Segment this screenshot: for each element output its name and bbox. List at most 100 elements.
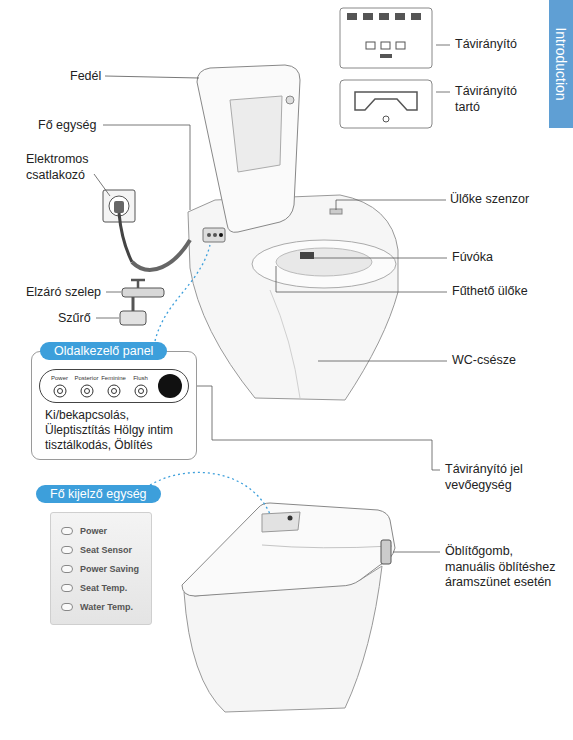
toilet-bowl <box>188 195 398 400</box>
water-hose <box>132 240 190 270</box>
signal-receiver <box>262 512 300 532</box>
leader-line <box>318 361 447 362</box>
indicator-label: Power <box>80 526 107 536</box>
panel-description: Ki/bekapcsolás, Üleptisztítás Hölgy inti… <box>45 408 189 453</box>
indicator-led <box>61 565 73 573</box>
section-tab: Introduction <box>549 0 573 128</box>
button-column: Posterior <box>73 375 100 398</box>
leader-line <box>183 386 440 470</box>
remote-icon <box>366 42 375 49</box>
remote-button <box>379 13 389 20</box>
plug <box>114 201 124 213</box>
heated-seat <box>252 240 396 288</box>
part-label: Fúvóka <box>452 250 493 266</box>
part-label: Ülőke szenzor <box>450 192 529 208</box>
indicator-row: Seat Temp. <box>61 578 139 597</box>
bowl-opening <box>276 248 372 276</box>
display-panel: Fő kijelző egységPowerSeat SensorPower S… <box>50 512 152 625</box>
part-label: Távirányító tartó <box>455 84 535 115</box>
lid-window <box>230 96 282 172</box>
holder-bracket <box>355 92 417 110</box>
lid-hinge <box>286 96 294 104</box>
part-label: Fő egység <box>38 118 96 134</box>
indicator-row: Power <box>61 521 139 540</box>
part-label: Távirányító <box>455 37 517 53</box>
button-label: Power <box>51 375 68 382</box>
nozzle <box>300 252 314 259</box>
part-label: Elektromos csatlakozó <box>26 152 106 183</box>
part-label: Fedél <box>70 69 101 85</box>
part-label: WC-csésze <box>452 353 516 369</box>
indicator-row: Seat Sensor <box>61 540 139 559</box>
side-panel-box: Oldalkezelő panelPowerPosteriorFeminineF… <box>31 351 197 460</box>
bowl-edge <box>270 290 300 398</box>
leader-line <box>276 266 447 292</box>
leader-line <box>103 125 190 210</box>
leader-line <box>96 318 119 319</box>
remote-icon <box>380 54 392 58</box>
remote-icon <box>381 42 390 49</box>
button-icon <box>134 384 148 398</box>
remote-holder <box>340 80 432 128</box>
remote-button <box>395 13 405 20</box>
button-column: Power <box>46 375 73 398</box>
shutoff-valve <box>122 288 164 297</box>
button-ring <box>108 385 120 397</box>
leader-line <box>105 76 199 78</box>
panel-dot <box>213 233 217 237</box>
remote-icon <box>396 42 405 49</box>
indicator-led <box>61 527 73 535</box>
flush-button <box>381 540 391 564</box>
part-label: Elzáró szelep <box>26 285 101 301</box>
remote-button <box>411 13 421 20</box>
callout-curve <box>150 472 270 514</box>
closed-lid <box>182 503 395 596</box>
leader-line <box>393 552 440 553</box>
leader-line <box>436 92 450 93</box>
panel-dot <box>219 233 223 237</box>
button-label: Posterior <box>74 375 98 382</box>
button-icon <box>107 384 121 398</box>
panel-dot <box>207 233 211 237</box>
indicator-label: Seat Sensor <box>80 545 132 555</box>
button-column: Feminine <box>100 375 127 398</box>
button-strip: Power PosteriorFeminine Flush <box>39 369 189 403</box>
button-icon <box>53 384 67 398</box>
leader-line <box>106 292 121 293</box>
filter-pipe <box>132 297 135 311</box>
filter <box>120 311 146 325</box>
callout-curve <box>155 245 210 341</box>
button-label: Flush <box>133 375 148 382</box>
remote-control <box>340 8 432 68</box>
tab-title: Introduction <box>553 27 569 100</box>
leader-line <box>336 200 446 210</box>
button-column: Flush <box>127 375 154 398</box>
part-label: Fűthető ülőke <box>452 284 528 300</box>
lid <box>197 65 300 232</box>
button-ring <box>54 385 66 397</box>
lid-crease <box>262 545 392 548</box>
button-icon <box>80 384 94 398</box>
indicator-label: Seat Temp. <box>80 583 127 593</box>
button-ring <box>135 385 147 397</box>
indicator-led <box>61 603 73 611</box>
indicator-label: Power Saving <box>80 564 139 574</box>
button-glyph <box>57 388 62 393</box>
leader-line <box>436 45 450 46</box>
button-glyph <box>111 388 116 393</box>
button-glyph <box>84 388 89 393</box>
power-cord <box>119 213 132 262</box>
button-label: Feminine <box>101 375 126 382</box>
panel-heading: Fő kijelző egység <box>36 485 161 503</box>
indicator-led <box>61 584 73 592</box>
indicator-led <box>61 546 73 554</box>
part-label: Öblítőgomb, manuális öblítéshez áramszün… <box>445 544 565 591</box>
leader-line <box>314 258 447 259</box>
remote-receiver <box>158 374 182 398</box>
leader-line <box>94 174 110 196</box>
part-label: Szűrő <box>58 311 91 327</box>
receiver-dot <box>288 516 293 521</box>
valve-handle <box>131 280 145 288</box>
button-ring <box>81 385 93 397</box>
button-glyph <box>138 388 143 393</box>
